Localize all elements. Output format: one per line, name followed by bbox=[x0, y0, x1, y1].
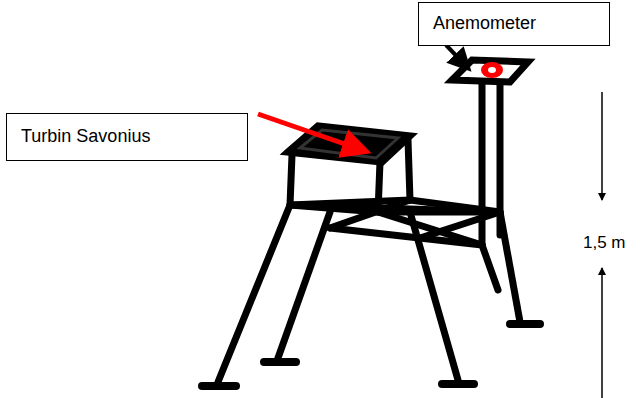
dimension-label: 1,5 m bbox=[581, 233, 628, 253]
leader-arrow bbox=[446, 45, 466, 66]
label-box: Turbin Savonius bbox=[6, 113, 248, 161]
anemometer-sensor bbox=[481, 62, 503, 78]
leader-arrow bbox=[258, 114, 362, 150]
label-box: Anemometer bbox=[418, 2, 610, 46]
label-text: Turbin Savonius bbox=[21, 126, 233, 148]
label-text: Anemometer bbox=[433, 13, 595, 35]
